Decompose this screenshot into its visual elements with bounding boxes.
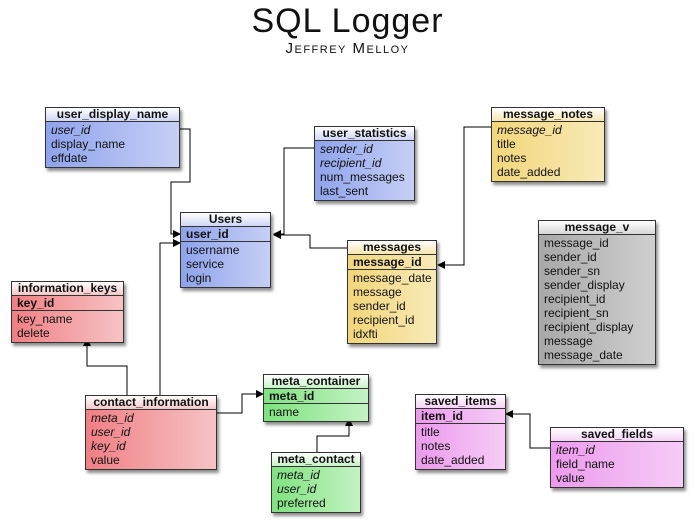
field: message_date: [544, 348, 623, 362]
field: num_messages: [320, 170, 405, 184]
field: sender_id: [544, 250, 597, 264]
foreign-key-field: item_id: [556, 443, 595, 457]
field: login: [186, 271, 212, 285]
foreign-key-field: key_id: [91, 439, 126, 453]
table-name: Users: [181, 213, 270, 227]
field: title: [421, 425, 440, 439]
field: sender_sn: [544, 264, 601, 278]
connector-message-notes-to-messages: [437, 126, 491, 269]
table-name: meta_container: [264, 375, 368, 389]
field: value: [556, 471, 585, 485]
field: recipient_display: [544, 320, 634, 334]
field: service: [186, 257, 225, 271]
field: title: [497, 137, 516, 151]
field: recipient_id: [544, 292, 606, 306]
connector-contact-information-to-information-keys: [83, 338, 128, 395]
field: message_id: [544, 236, 609, 250]
foreign-key-field: meta_id: [91, 411, 134, 425]
diagram-subtitle: Jeffrey Melloy: [285, 40, 410, 57]
foreign-key-field: sender_id: [320, 142, 373, 156]
primary-key-field: meta_id: [264, 389, 368, 404]
field: delete: [17, 326, 50, 340]
table-name: saved_items: [416, 395, 505, 409]
primary-key-field: item_id: [416, 409, 505, 424]
table-name: message_notes: [492, 108, 604, 122]
field: display_name: [51, 137, 126, 151]
field: sender_display: [544, 278, 625, 292]
table-name: user_display_name: [46, 108, 179, 122]
foreign-key-field: meta_id: [277, 468, 320, 482]
table-name: user_statistics: [315, 127, 414, 141]
field: name: [269, 405, 300, 419]
field: recipient_id: [353, 313, 415, 327]
foreign-key-field: message_id: [497, 123, 562, 137]
field: date_added: [421, 453, 485, 467]
field: key_name: [17, 312, 73, 326]
connector-messages-to-users: [273, 231, 347, 249]
field-list: name: [264, 404, 368, 421]
primary-key-field: user_id: [181, 227, 270, 242]
connector-saved-fields-to-saved-items: [505, 410, 550, 449]
foreign-key-field: user_id: [91, 425, 131, 439]
foreign-key-field: user_id: [51, 123, 91, 137]
field: effdate: [51, 151, 88, 165]
field: message_date: [353, 271, 432, 285]
field: username: [186, 243, 240, 257]
foreign-key-field: recipient_id: [320, 156, 382, 170]
table-name: meta_contact: [272, 453, 360, 467]
field: field_name: [556, 457, 615, 471]
field: idxfti: [353, 327, 378, 341]
field: notes: [497, 151, 527, 165]
field: preferred: [277, 496, 326, 510]
field: sender_id: [353, 299, 406, 313]
table-name: messages: [348, 241, 436, 255]
field: notes: [421, 439, 451, 453]
primary-key-field: message_id: [348, 255, 436, 270]
table-name: message_v: [539, 221, 655, 235]
primary-key-field: key_id: [12, 296, 123, 311]
table-name: saved_fields: [551, 428, 683, 442]
field: message: [544, 334, 593, 348]
field: value: [91, 453, 120, 467]
connector-contact-information-to-users: [159, 239, 181, 395]
foreign-key-field: user_id: [277, 482, 317, 496]
field: date_added: [497, 165, 561, 179]
table-name: contact_information: [86, 396, 216, 410]
connector-user-display-name-to-users: [170, 128, 191, 238]
table-name: information_keys: [12, 282, 123, 296]
field: recipient_sn: [544, 306, 609, 320]
diagram-title: SQL Logger: [251, 2, 444, 40]
connector-user-statistics-to-users: [273, 147, 314, 238]
field: last_sent: [320, 184, 369, 198]
connector-contact-information-to-meta-container: [217, 390, 264, 414]
connector-meta-contact-to-meta-container: [316, 418, 353, 452]
field: message: [353, 285, 402, 299]
